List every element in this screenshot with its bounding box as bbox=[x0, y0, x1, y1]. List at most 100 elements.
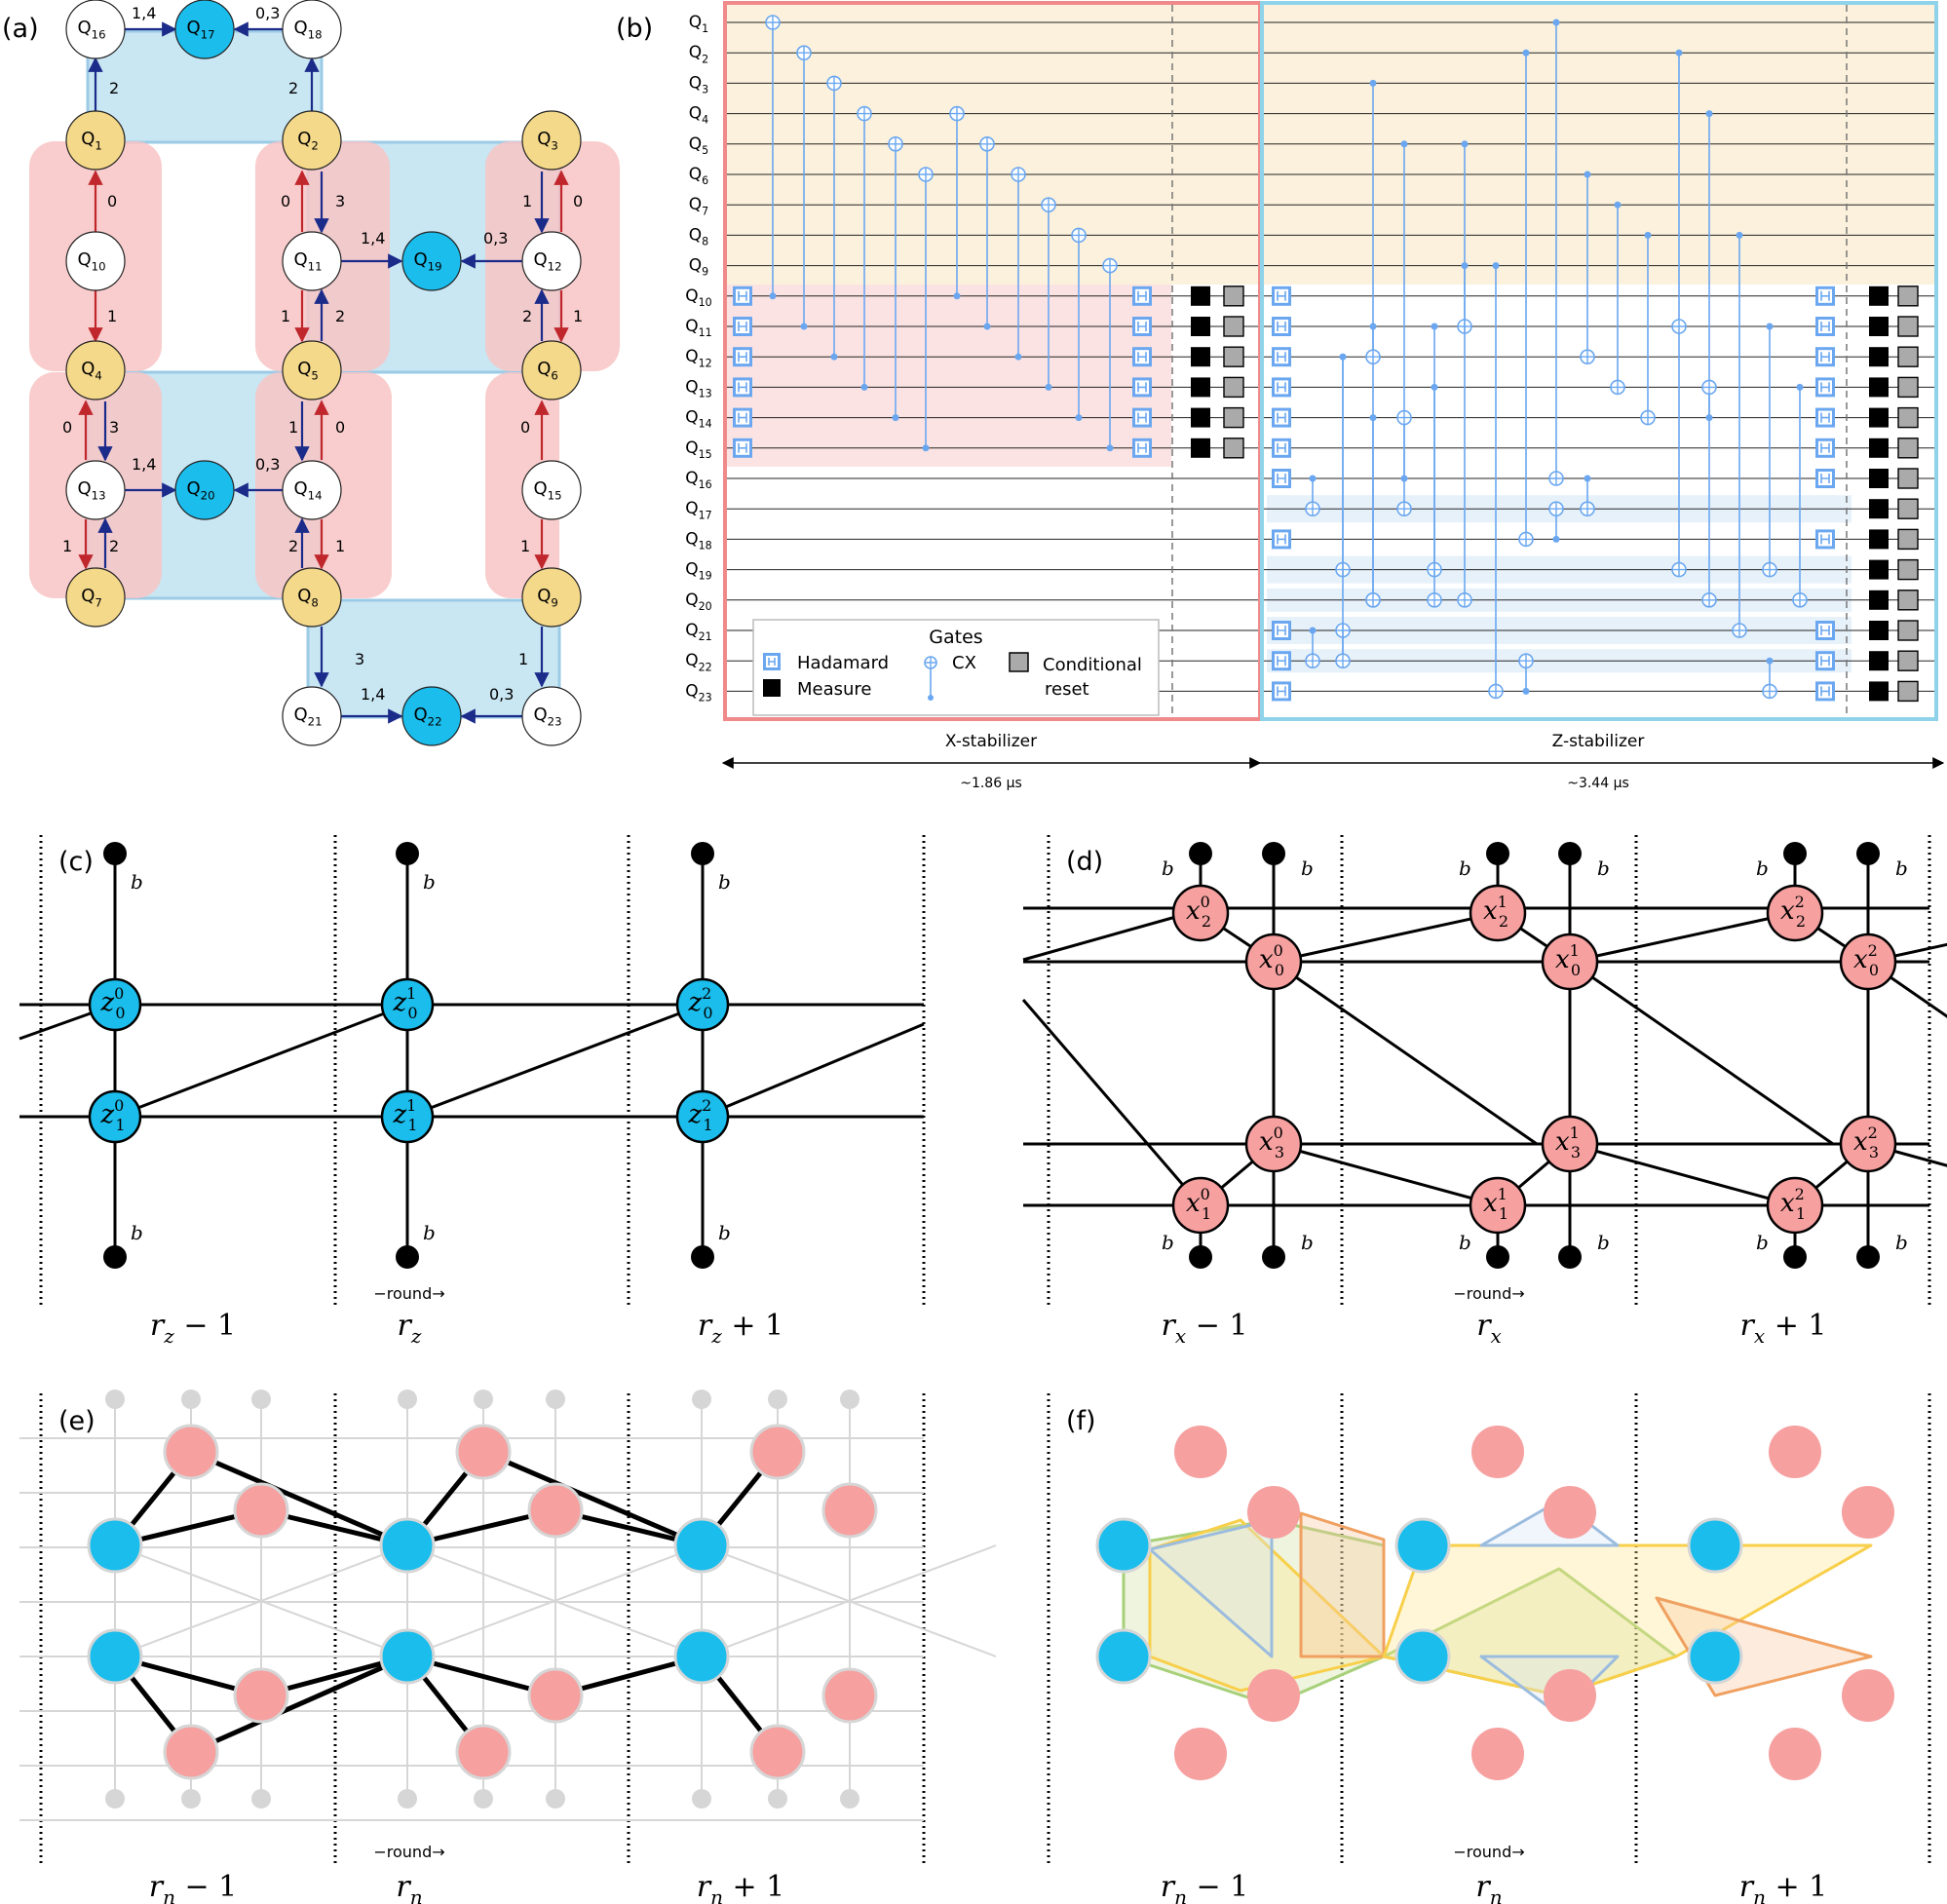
measure-gate bbox=[1869, 286, 1889, 306]
wire-label-Q19: Q19 bbox=[685, 560, 711, 583]
x1-round-0 bbox=[1171, 1176, 1230, 1235]
f-x-node-7 bbox=[1471, 1728, 1524, 1780]
cx-gate bbox=[796, 45, 812, 330]
cx-gate bbox=[1396, 409, 1412, 482]
round-label-3: rn + 1 bbox=[1739, 1870, 1828, 1904]
wire-label-Q8: Q8 bbox=[689, 225, 708, 248]
measure-gate bbox=[1869, 407, 1889, 428]
e14-8-label: 1 bbox=[335, 537, 345, 555]
hadamard-gate bbox=[1272, 347, 1291, 367]
legend-hadamard: Hadamard bbox=[797, 653, 889, 673]
measure-icon bbox=[763, 679, 781, 697]
qubit-label-14: Q14 bbox=[293, 478, 322, 502]
reset-icon bbox=[1009, 652, 1029, 672]
bg-d2 bbox=[701, 1544, 997, 1657]
wire-label-Q20: Q20 bbox=[685, 590, 711, 613]
hadamard-gate bbox=[1272, 651, 1291, 671]
cx-gate bbox=[1762, 323, 1777, 578]
cx-gate bbox=[1610, 201, 1625, 396]
cx-gate bbox=[1580, 171, 1595, 365]
edge bbox=[702, 1022, 925, 1119]
cx-icon bbox=[924, 656, 937, 701]
e6-12-label: 2 bbox=[522, 307, 532, 325]
hyperedge-yellow-1 bbox=[1148, 1518, 1386, 1693]
qubit-label-7: Q7 bbox=[81, 586, 102, 609]
hadamard-gate bbox=[1272, 377, 1291, 398]
reset-gate bbox=[1223, 346, 1244, 367]
wire-label-Q22: Q22 bbox=[685, 651, 711, 673]
cx-gate bbox=[1041, 197, 1056, 391]
wire-label-Q6: Q6 bbox=[689, 165, 708, 187]
qubit-label-19: Q19 bbox=[413, 249, 441, 273]
x3-round-1 bbox=[1541, 1115, 1599, 1173]
hadamard-gate bbox=[1272, 469, 1291, 488]
x3-round-0 bbox=[1244, 1115, 1303, 1173]
x-ancilla-band bbox=[727, 285, 1171, 467]
cx-gate bbox=[1365, 414, 1381, 608]
reset-gate bbox=[1897, 590, 1919, 611]
bg-bot bbox=[251, 1789, 271, 1809]
hadamard-gate bbox=[1815, 377, 1835, 398]
qubit-label-6: Q6 bbox=[537, 359, 558, 382]
bd-bot-b-0 bbox=[1262, 1245, 1285, 1269]
bg-top bbox=[474, 1390, 493, 1409]
cx-gate bbox=[1102, 257, 1118, 452]
x-duration: ~1.86 µs bbox=[960, 776, 1022, 791]
qubit-7 bbox=[65, 567, 126, 628]
e11-19-label: 1,4 bbox=[361, 229, 385, 248]
edge bbox=[1867, 942, 1947, 964]
hadamard-gate bbox=[1815, 621, 1835, 640]
hadamard-gate bbox=[1132, 377, 1152, 398]
reset-gate bbox=[1897, 558, 1919, 581]
z-node-4 bbox=[673, 1517, 730, 1574]
round-caption: −round→ bbox=[373, 1284, 444, 1303]
wire-label-Q12: Q12 bbox=[685, 347, 711, 369]
measure-gate bbox=[1191, 286, 1210, 306]
boundary-top-2 bbox=[691, 842, 714, 865]
z-duration: ~3.44 µs bbox=[1567, 776, 1629, 791]
measure-gate bbox=[1869, 559, 1889, 580]
reset-gate bbox=[1897, 620, 1919, 641]
round-label-2: rn bbox=[1475, 1870, 1502, 1904]
wire-label-Q7: Q7 bbox=[689, 195, 708, 217]
qubit-label-17: Q17 bbox=[186, 18, 214, 41]
bl-bb-2: b bbox=[1895, 1231, 1908, 1254]
hadamard-gate bbox=[1815, 407, 1835, 428]
f-z-node-2 bbox=[1394, 1517, 1451, 1574]
black-edge bbox=[189, 1654, 409, 1755]
z-stabilizer-label: Z-stabilizer bbox=[1552, 732, 1645, 751]
measure-gate bbox=[1191, 317, 1210, 336]
qubit-1 bbox=[65, 110, 126, 171]
hadamard-gate bbox=[1272, 317, 1291, 336]
round-label-3: rx + 1 bbox=[1740, 1309, 1827, 1348]
qubit-label-8: Q8 bbox=[297, 586, 319, 609]
qubit-22 bbox=[401, 686, 462, 746]
f-z-node-3 bbox=[1394, 1628, 1451, 1685]
bl-tb-2: b bbox=[1895, 857, 1908, 880]
bg-top bbox=[398, 1390, 417, 1409]
bd-top-a-1 bbox=[1486, 842, 1509, 865]
qubit-8 bbox=[282, 567, 342, 628]
bg-bot bbox=[105, 1789, 125, 1809]
qubit-19 bbox=[401, 231, 462, 291]
legend-reset-line1: Conditional bbox=[1043, 655, 1142, 675]
measure-gate bbox=[1869, 529, 1889, 550]
bd-top-b-1 bbox=[1558, 842, 1582, 865]
x-stabilizer-label: X-stabilizer bbox=[945, 732, 1037, 751]
hadamard-gate bbox=[1815, 681, 1835, 702]
cx-gate bbox=[765, 15, 781, 300]
qubit-label-2: Q2 bbox=[297, 129, 319, 152]
f-z-node-4 bbox=[1687, 1517, 1743, 1574]
qubit-label-21: Q21 bbox=[293, 704, 322, 728]
wire-label-Q15: Q15 bbox=[685, 438, 711, 461]
hadamard-gate bbox=[1132, 286, 1152, 306]
bg-bot bbox=[546, 1789, 565, 1809]
x-node-1 bbox=[233, 1482, 289, 1539]
x-node-3 bbox=[233, 1667, 289, 1724]
measure-gate bbox=[1869, 499, 1889, 519]
